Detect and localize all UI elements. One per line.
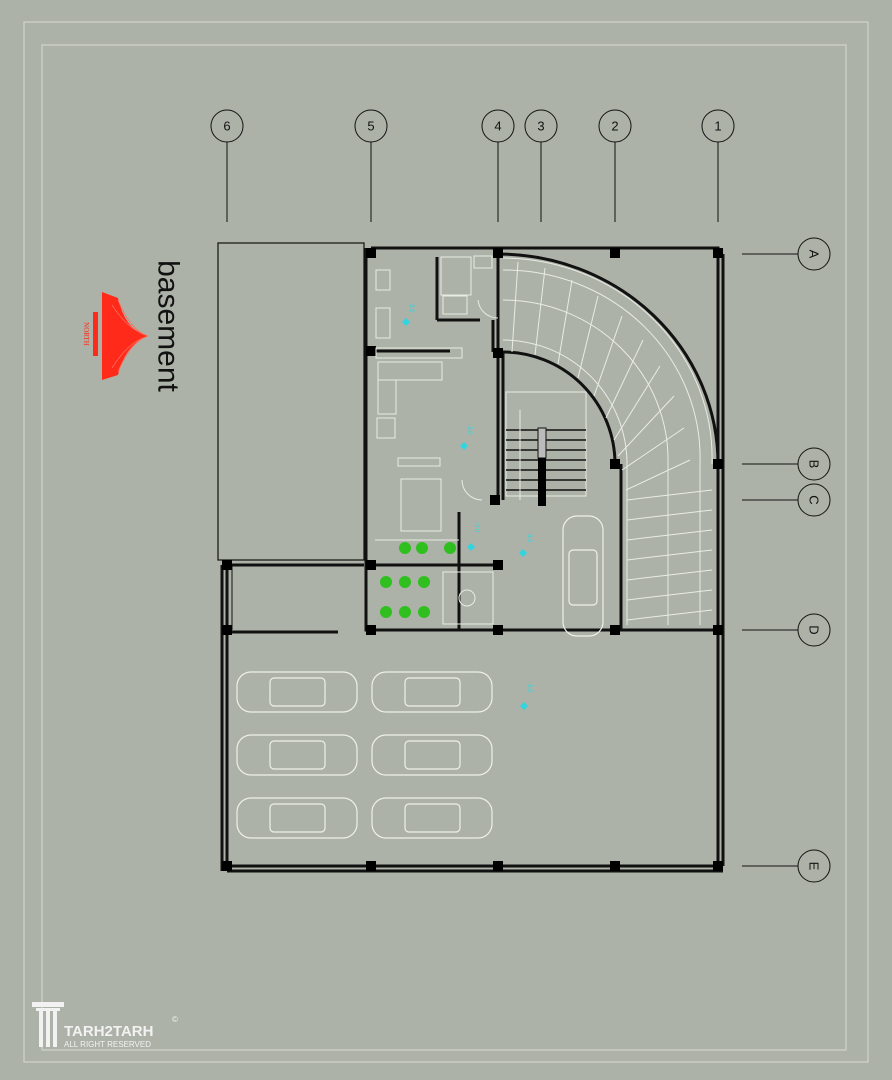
grid-label: C — [807, 495, 822, 504]
plan-title: basement — [152, 260, 185, 392]
logo-tagline: ALL RIGHT RESERVED — [64, 1040, 151, 1049]
grid-label: 6 — [223, 119, 230, 134]
level-label: -3.0 — [526, 682, 532, 693]
straight-stair — [505, 391, 587, 506]
shelf — [375, 347, 463, 359]
structural-columns — [222, 248, 723, 871]
car-icon — [236, 797, 358, 839]
car-icon — [371, 671, 493, 713]
grid-column-6: 6 — [210, 109, 244, 222]
shower-icon — [440, 256, 472, 296]
grid-label: 1 — [714, 119, 721, 134]
grid-row-a: A — [742, 237, 831, 271]
grid-column-5: 5 — [354, 109, 388, 222]
level-marker: -3.0 — [519, 532, 532, 557]
curved-ramp-stair — [497, 252, 720, 625]
car-icon — [236, 671, 358, 713]
grid-label: 3 — [537, 119, 544, 134]
grid-label: 4 — [494, 119, 501, 134]
north-arrow-icon: NORTH — [82, 292, 149, 380]
toilet-icon — [442, 295, 468, 315]
sink-icon — [375, 307, 391, 339]
stove-icon — [375, 269, 391, 291]
door-swing — [461, 479, 483, 501]
grid-label: E — [807, 862, 822, 871]
plants — [380, 542, 456, 618]
logo-brand: TARH2TARH — [64, 1023, 153, 1040]
drain-icon — [458, 589, 476, 607]
desk — [397, 457, 441, 467]
tarh2tarh-logo: TARH2TARH ALL RIGHT RESERVED © — [32, 1002, 178, 1049]
car-icon — [371, 797, 493, 839]
grid-label: B — [807, 460, 822, 469]
kitchen-counter — [377, 379, 397, 415]
washbasin-icon — [473, 255, 493, 269]
grid-column-2: 2 — [598, 109, 632, 222]
grid-column-1: 1 — [701, 109, 735, 222]
door-swing — [477, 299, 499, 319]
level-label: -3.0 — [466, 424, 472, 435]
level-marker: -3.0 — [402, 302, 414, 326]
light-well — [442, 571, 494, 625]
level-label: -3.0 — [473, 522, 479, 533]
level-marker: -3.0 — [467, 522, 479, 551]
copyright-symbol: © — [172, 1015, 178, 1024]
outer-frame — [23, 21, 869, 1063]
grid-row-b: B — [742, 447, 831, 481]
furniture — [375, 255, 499, 625]
grid-column-4: 4 — [481, 109, 515, 222]
grid-row-c: C — [742, 483, 831, 517]
grid-label: 5 — [367, 119, 374, 134]
level-marker: -3.0 — [520, 682, 532, 710]
left-void-area — [217, 242, 365, 561]
level-label: -3.0 — [526, 532, 532, 543]
car-icon — [562, 515, 604, 637]
bed-icon — [400, 478, 442, 532]
parked-cars — [236, 515, 604, 839]
grid-column-3: 3 — [524, 109, 558, 222]
grid-label: A — [807, 250, 822, 259]
north-label: NORTH — [82, 322, 90, 346]
grid-row-d: D — [742, 613, 831, 647]
car-icon — [236, 734, 358, 776]
car-icon — [371, 734, 493, 776]
level-marker: -3.0 — [460, 424, 472, 450]
inner-frame — [41, 44, 847, 1051]
kitchen-counter — [377, 361, 443, 381]
grid-label: 2 — [611, 119, 618, 134]
level-label: -3.0 — [408, 302, 414, 313]
appliance — [376, 417, 396, 439]
grid-label: D — [807, 625, 822, 634]
grid-row-e: E — [742, 849, 831, 883]
